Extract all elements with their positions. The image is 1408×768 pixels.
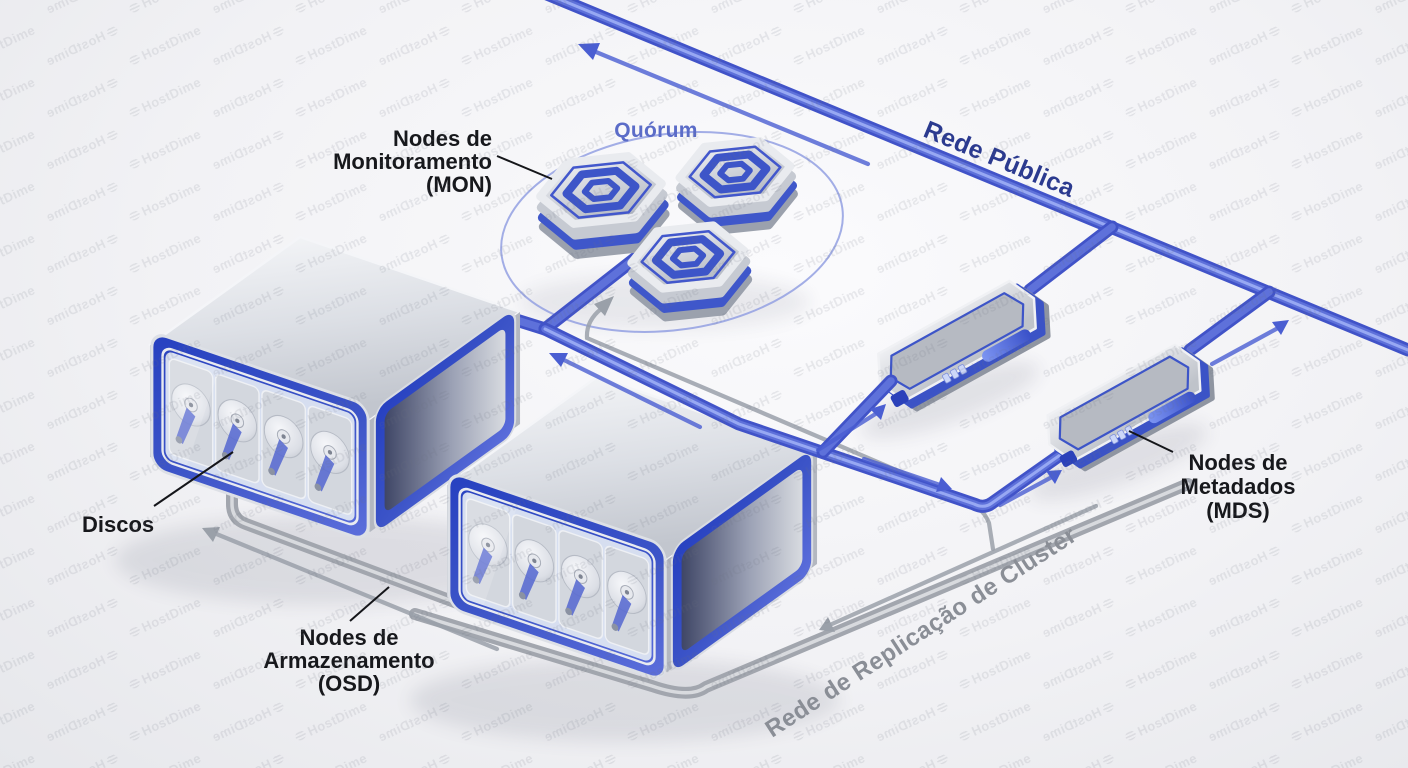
flow-arrow-junction-shaft — [1209, 325, 1281, 367]
flow-arrow-public-shaft — [593, 49, 871, 167]
public-flow-arrows — [549, 43, 1289, 508]
disks-connector-line — [153, 451, 234, 507]
flow-arrow-down-shaft — [861, 456, 943, 488]
mon-node-2 — [677, 138, 797, 233]
flow-arrow-osd-head — [549, 353, 568, 367]
flow-arrow-cluster-shaft — [829, 503, 1099, 627]
public-network-pipe-front — [538, 322, 1077, 513]
osd-label-line1: Nodes de — [299, 625, 398, 650]
flow-arrow-junction-head — [1272, 320, 1289, 335]
flow-arrow-mds2-head — [1046, 470, 1062, 484]
flow-arrow-osd-left-head — [202, 527, 220, 542]
flow-arrow-mds2-shaft — [997, 474, 1055, 508]
quorum-ring — [500, 131, 844, 333]
mon-label-line3: (MON) — [426, 172, 492, 197]
disks-label: Discos — [82, 512, 154, 537]
flow-arrow-cluster-head — [819, 617, 835, 632]
flow-arrow-public-head — [578, 43, 600, 60]
mds-label-line2: Metadados — [1181, 474, 1296, 499]
mds-label-line1: Nodes de — [1188, 450, 1287, 475]
quorum-label: Quórum — [614, 119, 697, 142]
flow-arrow-osd-left-shaft — [211, 530, 500, 652]
mon-label-line1: Nodes de — [393, 126, 492, 151]
mon-label-line2: Monitoramento — [333, 149, 492, 174]
mon-connector-line — [496, 155, 553, 180]
mds-label-line3: (MDS) — [1206, 498, 1270, 523]
flow-arrow-down-head — [936, 477, 952, 492]
flow-arrow-osd-shaft — [561, 357, 703, 430]
osd-label-line2: Armazenamento — [263, 648, 434, 673]
flow-arrow-mon-head — [594, 296, 614, 316]
flow-arrow-mds1-head — [870, 404, 886, 420]
mds-connector-line — [1128, 430, 1174, 453]
label-connectors — [153, 155, 1174, 622]
osd-connector-line — [349, 586, 390, 622]
flow-arrow-mds1-shaft — [815, 410, 880, 453]
osd-label-line3: (OSD) — [318, 671, 380, 696]
